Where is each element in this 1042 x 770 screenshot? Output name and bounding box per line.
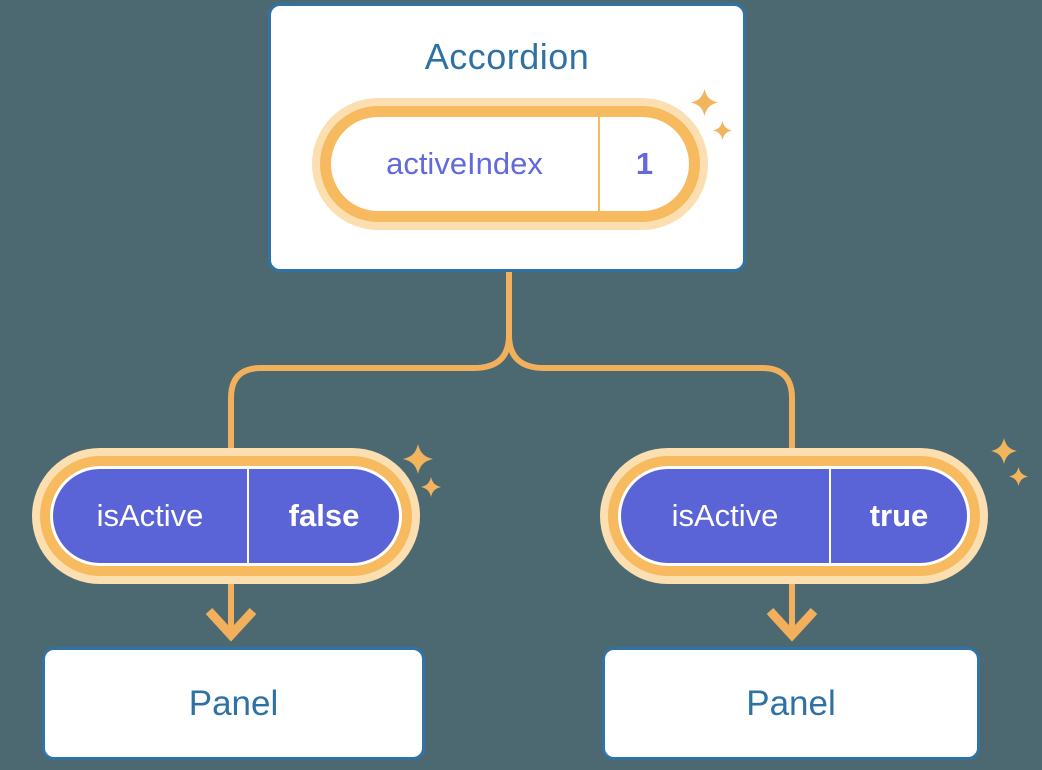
state-name-label: activeIndex — [386, 146, 543, 181]
pill-divider — [829, 469, 831, 563]
sparkle-icon — [421, 477, 441, 497]
sparkle-icon — [1009, 467, 1028, 486]
prop-pill-isactive-true: isActive true — [608, 456, 980, 576]
prop-pill-body: isActive true — [621, 469, 967, 563]
accordion-component-card: Accordion activeIndex 1 — [268, 3, 746, 272]
prop-value-label: false — [288, 498, 360, 533]
panel-component-card: Panel — [602, 647, 980, 760]
panel-component-card: Panel — [42, 647, 425, 760]
sparkle-icon — [991, 438, 1017, 464]
prop-value-label: true — [869, 498, 929, 533]
accordion-title: Accordion — [424, 36, 590, 77]
prop-name-label: isActive — [96, 498, 204, 533]
pill-divider — [247, 469, 249, 563]
sparkle-icon — [403, 444, 433, 474]
arrow-down-icon — [766, 607, 818, 642]
prop-pill-body: isActive false — [53, 469, 399, 563]
prop-pill-isactive-false: isActive false — [40, 456, 412, 576]
connector-branch-right — [506, 272, 795, 632]
prop-name-label: isActive — [671, 498, 779, 533]
connector-branch-left — [228, 272, 512, 632]
pill-divider — [598, 117, 600, 211]
state-pill: activeIndex 1 — [320, 106, 700, 222]
arrow-down-icon — [205, 607, 257, 642]
sparkle-icon — [691, 89, 718, 116]
state-value-label: 1 — [635, 146, 654, 181]
sparkle-icon — [713, 121, 732, 140]
